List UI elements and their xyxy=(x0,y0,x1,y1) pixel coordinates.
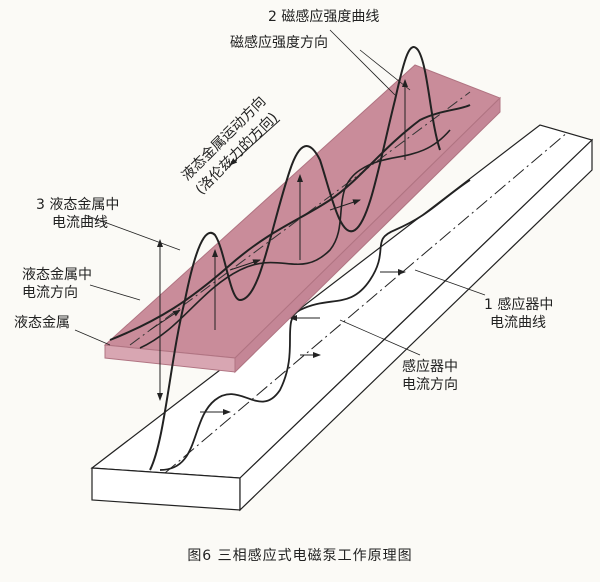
liquid-metal-slab xyxy=(103,64,501,374)
label-liquid-metal: 液态金属 xyxy=(14,315,70,331)
leader-lines xyxy=(74,29,486,356)
metal-current-arrows xyxy=(149,199,361,331)
label-inductor-curve-1: 1 感应器中 xyxy=(484,297,554,313)
label-metal-dir-1: 液态金属中 xyxy=(22,267,92,283)
label-inductor-curve-2: 电流曲线 xyxy=(490,315,546,331)
label-inductor-dir-1: 感应器中 xyxy=(402,359,458,375)
label-metal-curve-2: 电流曲线 xyxy=(52,215,108,231)
label-metal-curve-1: 3 液态金属中 xyxy=(36,197,120,213)
label-b-direction: 磁感应强度方向 xyxy=(230,35,328,51)
metal-current-curve-2 xyxy=(139,129,451,349)
inductor-bar xyxy=(90,124,594,512)
magnetic-flux-curve xyxy=(149,46,441,471)
metal-current-curve xyxy=(109,104,471,341)
inductor-current-arrows xyxy=(200,269,406,415)
field-direction-arrows xyxy=(157,79,408,401)
label-inductor-dir-2: 电流方向 xyxy=(402,377,458,393)
label-metal-dir-2: 电流方向 xyxy=(22,285,78,301)
motion-arrow xyxy=(229,119,281,166)
figure-caption: 图6 三相感应式电磁泵工作原理图 xyxy=(187,548,413,564)
label-b-curve: 2 磁感应强度曲线 xyxy=(268,9,380,25)
